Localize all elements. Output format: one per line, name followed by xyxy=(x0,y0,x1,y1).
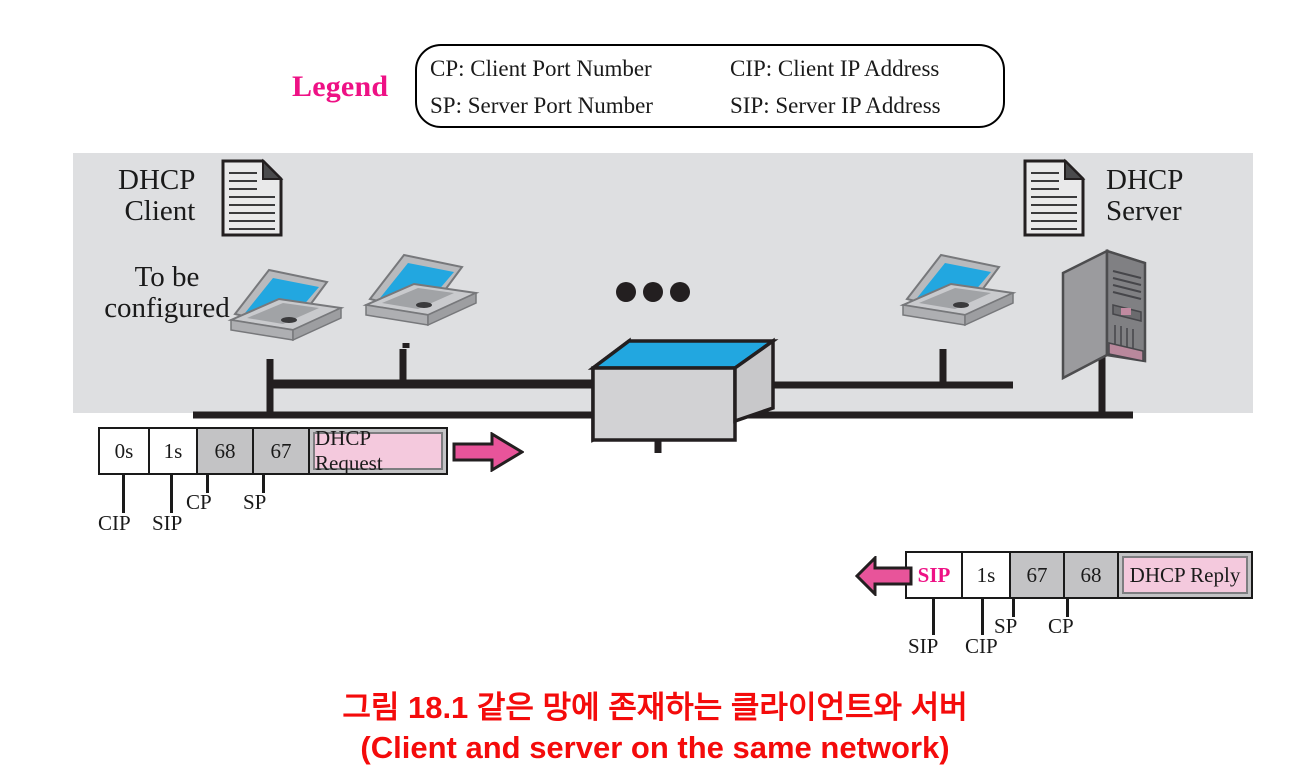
legend-entry-cp: CP: Client Port Number xyxy=(430,56,652,81)
dhcp-server-label-line1: DHCP xyxy=(1106,164,1184,196)
request-cell-cip: 0s xyxy=(100,429,150,473)
to-be-configured-line2: configured xyxy=(104,292,230,325)
field-tag-reply-sip: SIP xyxy=(908,634,939,658)
leader-cp xyxy=(206,475,209,493)
leader-reply-sp xyxy=(1012,599,1015,617)
laptop-icon-2 xyxy=(362,253,480,327)
laptop-icon-1 xyxy=(227,268,345,342)
document-icon-client xyxy=(221,158,284,237)
figure-caption: 그림 18.1 같은 망에 존재하는 클라이언트와 서버 (Client and… xyxy=(0,688,1310,767)
dhcp-client-label-line2: Client xyxy=(124,195,196,228)
laptop-icon-3 xyxy=(899,253,1017,327)
request-payload: DHCP Request xyxy=(310,426,446,475)
leader-sip xyxy=(170,475,173,513)
reply-cell-sp: 67 xyxy=(1011,553,1065,597)
leader-reply-sip xyxy=(932,599,935,635)
leader-reply-cip xyxy=(981,599,984,635)
field-tag-reply-cp: CP xyxy=(1048,614,1074,638)
dhcp-server-label: DHCP Server xyxy=(1106,164,1184,228)
legend-entry-cip: CIP: Client IP Address xyxy=(730,56,940,81)
field-tag-cip: CIP xyxy=(98,511,131,535)
server-tower-icon xyxy=(1061,248,1147,381)
field-tag-sp: SP xyxy=(243,490,267,514)
document-icon-server xyxy=(1023,158,1086,237)
request-payload-label: DHCP Request xyxy=(313,426,443,475)
leader-cip xyxy=(122,475,125,513)
to-be-configured-label: To be configured xyxy=(72,261,262,325)
legend-title: Legend xyxy=(292,70,389,103)
figure-caption-line2: (Client and server on the same network) xyxy=(360,729,950,765)
request-cell-sp: 67 xyxy=(254,429,310,473)
request-cell-sip: 1s xyxy=(150,429,198,473)
figure-caption-line1: 그림 18.1 같은 망에 존재하는 클라이언트와 서버 xyxy=(342,690,968,725)
leader-reply-cp xyxy=(1066,599,1069,617)
dhcp-client-label-line1: DHCP xyxy=(118,164,196,196)
reply-cell-cip: 1s xyxy=(963,553,1011,597)
request-direction-arrow-icon xyxy=(452,432,524,472)
legend-box xyxy=(415,44,1005,128)
reply-cell-cp: 68 xyxy=(1065,553,1119,597)
legend-entry-sp: SP: Server Port Number xyxy=(430,93,653,118)
field-tag-cp: CP xyxy=(186,490,212,514)
field-tag-reply-cip: CIP xyxy=(965,634,998,658)
leader-sp xyxy=(262,475,265,493)
reply-payload-label: DHCP Reply xyxy=(1122,556,1248,594)
dhcp-request-packet: 0s 1s 68 67 DHCP Request xyxy=(98,426,448,475)
reply-payload: DHCP Reply xyxy=(1119,553,1251,597)
network-switch-icon xyxy=(587,337,779,443)
legend-entries: CP: Client Port Number CIP: Client IP Ad… xyxy=(430,50,995,124)
field-tag-reply-sp: SP xyxy=(994,614,1018,638)
to-be-configured-line1: To be xyxy=(134,261,200,293)
dhcp-client-label: DHCP Client xyxy=(118,164,196,228)
reply-direction-arrow-icon xyxy=(855,556,913,596)
dhcp-server-label-line2: Server xyxy=(1106,195,1182,228)
reply-cell-sip: SIP xyxy=(907,553,963,597)
legend-entry-sip: SIP: Server IP Address xyxy=(730,93,941,118)
ellipsis-dots-icon xyxy=(616,282,690,304)
network-topology-graphic xyxy=(193,158,1147,453)
field-tag-sip: SIP xyxy=(152,511,183,535)
dhcp-reply-packet: SIP 1s 67 68 DHCP Reply xyxy=(905,551,1253,599)
request-cell-cp: 68 xyxy=(198,429,254,473)
